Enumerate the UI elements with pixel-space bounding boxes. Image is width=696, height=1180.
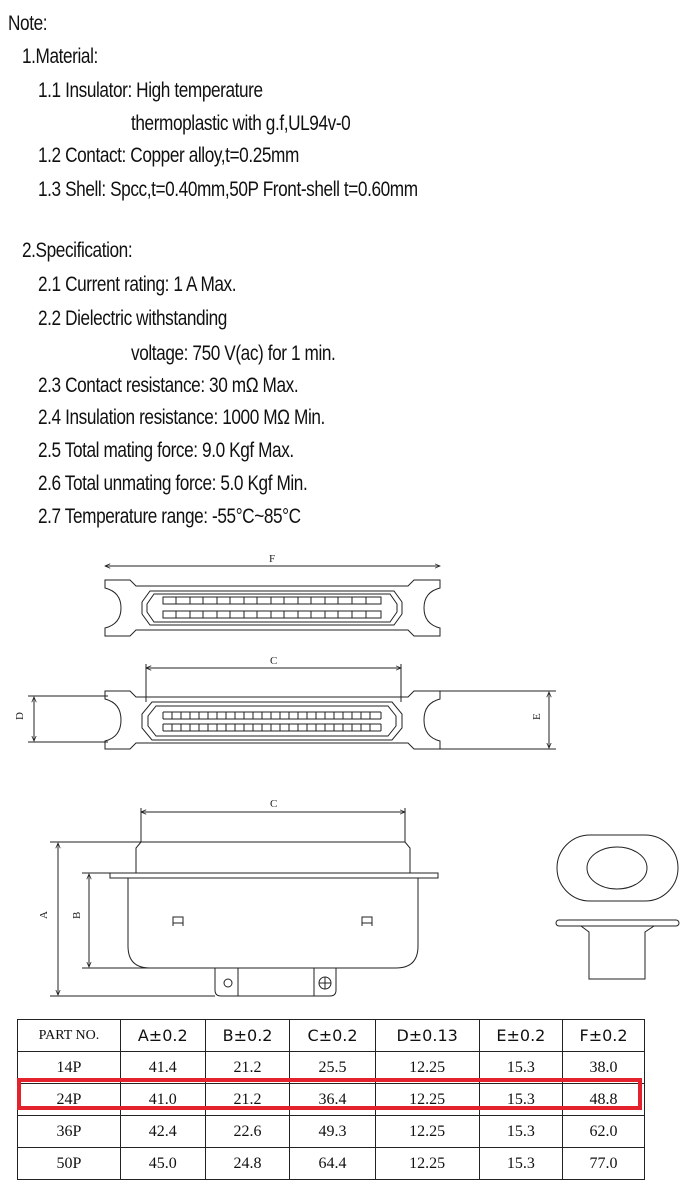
table-cell: 21.2 (204, 1083, 291, 1116)
c-dimension-label-side: C (270, 798, 277, 810)
table-cell: 49.3 (289, 1115, 376, 1148)
insulator-inner (146, 593, 398, 623)
table-row: 14P 41.4 21.2 25.5 12.25 15.3 38.0 (17, 1051, 645, 1084)
clamp-screw-left (223, 978, 233, 988)
spec-item-6: 2.6 Total unmating force: 5.0 Kgf Min. (38, 472, 308, 495)
table-cell-part-no: 36P (17, 1115, 121, 1148)
table-header-cell: E±0.2 (478, 1019, 564, 1052)
side-view: C A B (38, 798, 439, 997)
b-dimension-label: B (71, 912, 83, 919)
spec-item-4: 2.4 Insulation resistance: 1000 MΩ Min. (38, 406, 325, 429)
mounting-flange (555, 919, 680, 927)
cutout-outer (556, 834, 679, 902)
table-cell: 15.3 (478, 1147, 564, 1180)
table-cell: 15.3 (478, 1115, 564, 1148)
table-cell: 41.0 (119, 1083, 206, 1116)
table-cell: 36.4 (289, 1083, 376, 1116)
table-cell: 77.0 (562, 1147, 645, 1180)
spec-item-2-cont: voltage: 750 V(ac) for 1 min. (131, 342, 336, 365)
contact-grid (162, 711, 382, 732)
spec-item-7: 2.7 Temperature range: -55°C~85°C (38, 505, 301, 528)
latch-mark-right (361, 916, 373, 926)
table-header-cell: D±0.13 (374, 1019, 480, 1052)
material-item-3: 1.3 Shell: Spcc,t=0.40mm,50P Front-shell… (38, 178, 418, 201)
e-dimension-label: E (531, 713, 543, 720)
table-cell: 42.4 (119, 1115, 206, 1148)
contact-row-upper (162, 596, 382, 605)
shell-outline (104, 579, 441, 637)
latch-mark-left (172, 916, 184, 926)
spec-item-2: 2.2 Dielectric withstanding (38, 307, 227, 330)
table-cell: 12.25 (374, 1083, 480, 1116)
table-cell: 21.2 (204, 1051, 291, 1084)
insulator-outline-2 (141, 701, 403, 741)
table-header-cell: PART NO. (17, 1019, 121, 1052)
spec-item-3: 2.3 Contact resistance: 30 mΩ Max. (38, 374, 299, 397)
table-cell: 15.3 (478, 1051, 564, 1084)
table-header-cell: A±0.2 (119, 1019, 206, 1052)
table-cell: 25.5 (289, 1051, 376, 1084)
table-cell: 41.4 (119, 1051, 206, 1084)
mating-face (135, 841, 411, 874)
table-cell: 48.8 (562, 1083, 645, 1116)
table-row: 36P 42.4 22.6 49.3 12.25 15.3 62.0 (17, 1115, 645, 1148)
mounting-body (579, 925, 656, 980)
table-header-row: PART NO. A±0.2 B±0.2 C±0.2 D±0.13 E±0.2 … (17, 1019, 645, 1052)
table-row: 50P 45.0 24.8 64.4 12.25 15.3 77.0 (17, 1147, 645, 1180)
dimension-table: PART NO. A±0.2 B±0.2 C±0.2 D±0.13 E±0.2 … (17, 1019, 645, 1180)
table-cell-part-no: 24P (17, 1083, 121, 1116)
table-cell: 62.0 (562, 1115, 645, 1148)
material-item-1: 1.1 Insulator: High temperature (38, 79, 263, 102)
body (127, 877, 419, 969)
table-cell-part-no: 50P (17, 1147, 121, 1180)
material-item-1-cont: thermoplastic with g.f,UL94v-0 (131, 112, 351, 135)
spec-item-1: 2.1 Current rating: 1 A Max. (38, 273, 237, 296)
insulator-inner-2 (147, 705, 397, 737)
shell-outline-2 (104, 690, 441, 750)
table-header-cell: C±0.2 (289, 1019, 376, 1052)
table-header-cell: B±0.2 (204, 1019, 291, 1052)
cutout-inner (586, 846, 648, 890)
table-cell: 64.4 (289, 1147, 376, 1180)
notes-title: Note: (8, 12, 48, 35)
insulator-outline (141, 590, 403, 626)
table-cell: 45.0 (119, 1147, 206, 1180)
table-cell-part-no: 14P (17, 1051, 121, 1084)
table-cell: 22.6 (204, 1115, 291, 1148)
table-cell: 24.8 (204, 1147, 291, 1180)
flange (109, 872, 439, 879)
table-header-cell: F±0.2 (562, 1019, 645, 1052)
connector-drawing: F C D E (14, 553, 680, 997)
d-dimension-label: D (14, 712, 26, 720)
front-view-top: F (104, 553, 441, 637)
material-heading: 1.Material: (22, 45, 98, 68)
specification-heading: 2.Specification: (22, 239, 133, 262)
f-dimension-label: F (269, 553, 275, 565)
spec-item-5: 2.5 Total mating force: 9.0 Kgf Max. (38, 439, 294, 462)
table-cell: 38.0 (562, 1051, 645, 1084)
table-cell: 12.25 (374, 1147, 480, 1180)
panel-cutout-detail (555, 834, 680, 980)
table-cell: 15.3 (478, 1083, 564, 1116)
front-view-middle: C D E (14, 655, 556, 750)
a-dimension-label: A (38, 911, 50, 919)
cable-clamp (214, 967, 337, 997)
material-item-2: 1.2 Contact: Copper alloy,t=0.25mm (38, 144, 299, 167)
table-cell: 12.25 (374, 1051, 480, 1084)
c-dimension-label-top: C (270, 655, 277, 667)
table-row: 24P 41.0 21.2 36.4 12.25 15.3 48.8 (17, 1083, 645, 1116)
table-cell: 12.25 (374, 1115, 480, 1148)
contact-row-lower (162, 610, 382, 619)
